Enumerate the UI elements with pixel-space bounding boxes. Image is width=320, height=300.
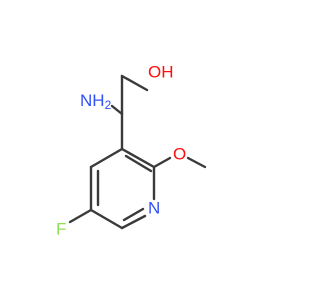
ether-oxygen-label: O [173, 145, 186, 164]
molecule-structure: OH NH2 F N O [56, 63, 207, 239]
bond-o-ch3 [186, 156, 207, 169]
bond-ch2-oh [120, 74, 149, 92]
fluorine-label: F [56, 220, 66, 239]
bond-n1-c6 [120, 214, 147, 230]
bond-c3-c2-inner [124, 154, 153, 173]
bond-c4-c3 [89, 147, 124, 169]
hydroxyl-label: OH [148, 63, 174, 82]
amine-label: NH2 [80, 91, 112, 113]
amine-label-subscript: 2 [105, 98, 112, 112]
amine-label-main: NH [80, 91, 105, 110]
bond-n1-c6-inner [122, 207, 145, 222]
bond-c6-c5 [89, 208, 124, 230]
bond-c5-f [68, 208, 93, 224]
bond-ch-nh2 [110, 104, 124, 116]
bond-c3-c2 [120, 147, 156, 169]
ring-nitrogen-label: N [148, 199, 160, 218]
bond-c2-o [152, 156, 172, 169]
